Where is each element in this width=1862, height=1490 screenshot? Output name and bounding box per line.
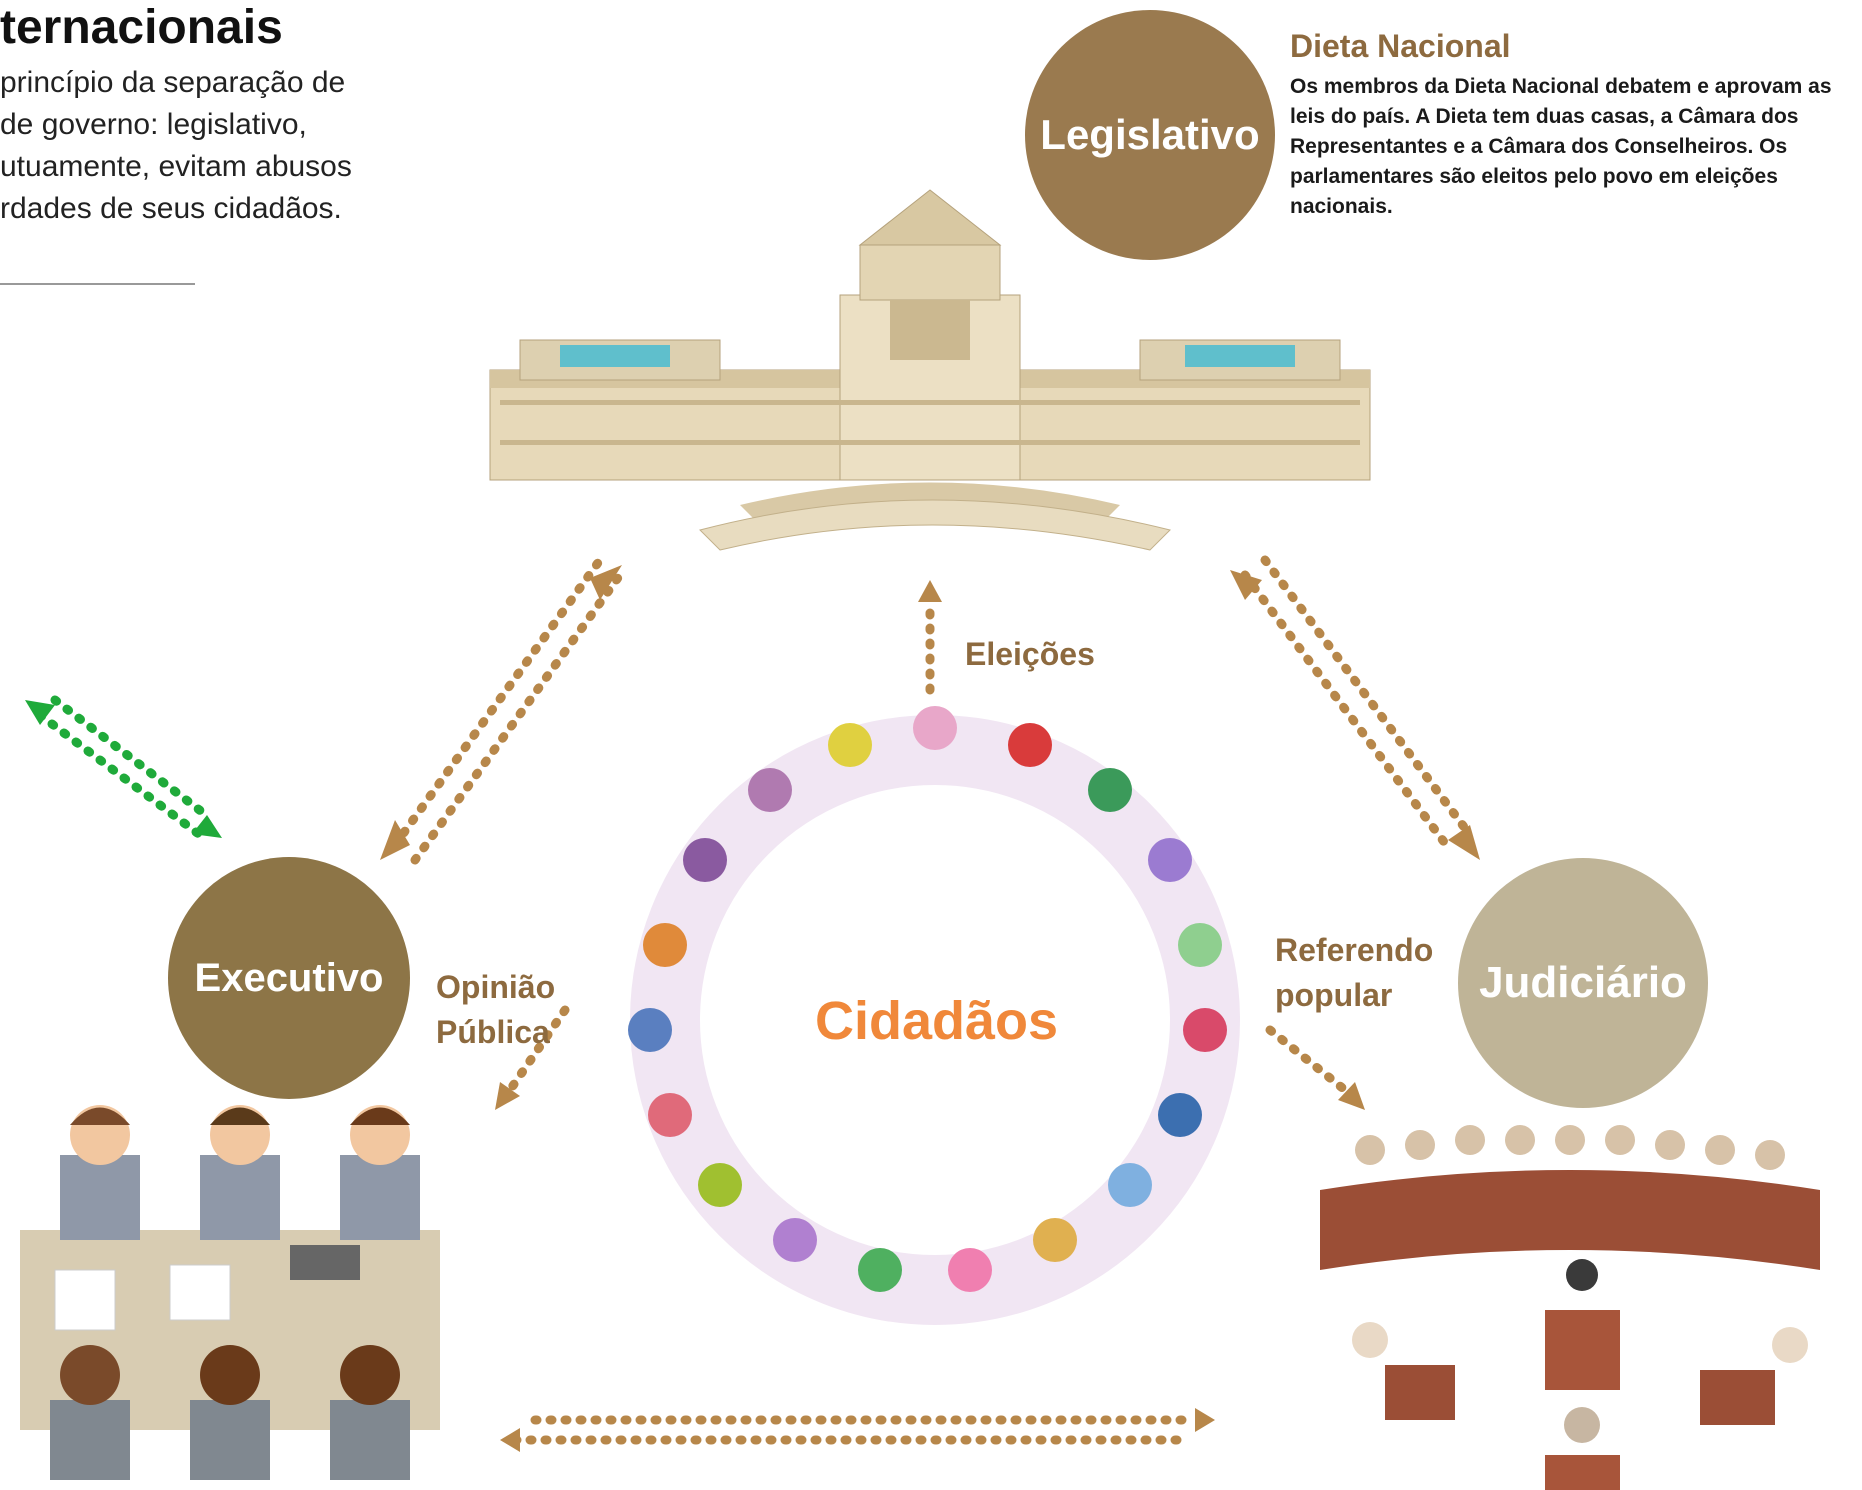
arrow-executive-judiciary (500, 1408, 1215, 1452)
executive-circle: Executivo (168, 857, 410, 1099)
dieta-description: Os membros da Dieta Nacional debatem e a… (1290, 75, 1832, 218)
courtroom-illustration (1320, 1125, 1820, 1490)
executive-label: Executivo (194, 955, 384, 1000)
arrow-green-international (25, 695, 222, 840)
divider-line (0, 283, 195, 285)
referendum-line-2: popular (1275, 977, 1393, 1013)
referendum-line-1: Referendo (1275, 932, 1434, 968)
referendum-label: Referendo popular (1275, 928, 1433, 1018)
legislative-label: Legislativo (1040, 111, 1260, 158)
dieta-title: Dieta Nacional (1290, 28, 1511, 64)
arrow-public-opinion (495, 1005, 570, 1110)
intro-line-3: utuamente, evitam abusos (0, 150, 352, 183)
cabinet-meeting-illustration (20, 1105, 440, 1480)
citizens-ring-illustration (628, 706, 1240, 1325)
section-heading: ternacionais (0, 1, 283, 54)
elections-label: Eleições (965, 636, 1095, 672)
citizens-center-label: Cidadãos (815, 991, 1059, 1051)
judiciary-circle: Judiciário (1458, 858, 1708, 1108)
arrow-legislative-executive (380, 555, 625, 865)
public-opinion-line-2: Pública (436, 1014, 550, 1050)
arrow-elections (918, 580, 942, 695)
arrow-referendum (1265, 1025, 1365, 1110)
intro-line-2: de governo: legislativo, (0, 108, 307, 141)
legislative-circle: Legislativo (1025, 10, 1275, 260)
public-opinion-label: Opinião Pública (436, 965, 555, 1055)
intro-line-1: princípio da separação de (0, 66, 346, 99)
intro-line-4: rdades de seus cidadãos. (0, 192, 342, 225)
parliament-building-illustration (489, 189, 1371, 551)
judiciary-label: Judiciário (1479, 958, 1687, 1007)
public-opinion-line-1: Opinião (436, 969, 556, 1005)
arrow-legislative-judiciary (1230, 555, 1480, 860)
